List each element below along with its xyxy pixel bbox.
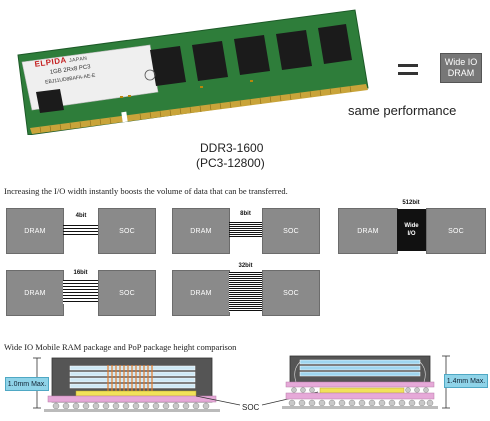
bus-lines-16	[63, 280, 98, 304]
bus-line	[229, 226, 262, 227]
pop-package	[282, 355, 450, 409]
package-comparison-diagram	[33, 355, 450, 412]
wideio-label-line1: Wide IO	[444, 57, 478, 67]
bit-width-label: 8bit	[240, 211, 251, 217]
soc-block: SOC	[426, 208, 486, 254]
dram-block: DRAM	[6, 270, 64, 316]
wide-io-line2: I/O	[407, 231, 416, 237]
equals-symbol-lower	[398, 72, 418, 75]
soc-block: SOC	[98, 270, 156, 316]
bus-line	[63, 228, 98, 229]
bus-line	[229, 232, 262, 233]
bus-lines-32	[229, 272, 262, 312]
soc-block: SOC	[262, 270, 320, 316]
wideio-dram-chip: Wide IO DRAM	[440, 53, 482, 83]
bus-line	[229, 224, 262, 225]
soc-block: SOC	[262, 208, 320, 254]
dimm-brand-sub: JAPAN	[68, 55, 88, 65]
height-label-right: 1.4mm Max.	[444, 374, 488, 388]
dimm-caption: DDR3-1600 (PC3-12800)	[196, 141, 265, 171]
dram-block: DRAM	[172, 270, 230, 316]
bus-line	[229, 222, 262, 223]
wideio-label-line2: DRAM	[447, 68, 475, 78]
bit-width-label: 512bit	[402, 200, 420, 206]
same-performance-label: same performance	[348, 103, 457, 118]
bus-line	[229, 236, 262, 237]
section1-heading: Increasing the I/O width instantly boost…	[4, 186, 288, 196]
bus-line	[229, 228, 262, 229]
bus-line	[229, 234, 262, 235]
bit-width-label: 4bit	[75, 213, 87, 219]
dimm-caption-line2: (PC3-12800)	[196, 156, 265, 170]
height-label-left: 1.0mm Max.	[5, 377, 49, 391]
ddr3-dimm-module	[17, 9, 369, 135]
wide-io-bus-block: Wide I/O	[397, 209, 426, 251]
soc-block: SOC	[98, 208, 156, 254]
bus-line	[229, 230, 262, 231]
bus-line	[63, 231, 98, 232]
dimm-caption-line1: DDR3-1600	[200, 141, 264, 155]
section2-heading: Wide IO Mobile RAM package and PoP packa…	[4, 342, 237, 352]
dram-block: DRAM	[172, 208, 230, 254]
dram-block: DRAM	[338, 208, 398, 254]
bit-width-label: 16bit	[73, 270, 88, 276]
dram-block: DRAM	[6, 208, 64, 254]
bus-line	[63, 234, 98, 235]
bus-line	[63, 225, 98, 226]
wideio-package	[33, 357, 220, 412]
wide-io-line1: Wide	[404, 223, 419, 229]
soc-label: SOC	[242, 403, 260, 412]
equals-symbol	[398, 64, 418, 67]
bit-width-label: 32bit	[238, 263, 253, 269]
